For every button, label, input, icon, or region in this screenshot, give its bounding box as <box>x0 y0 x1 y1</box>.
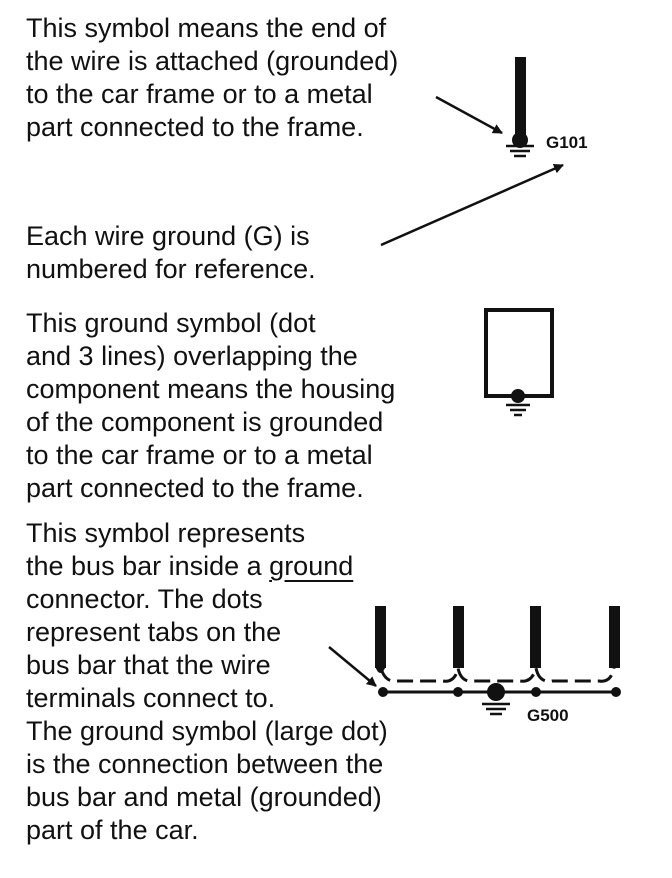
text-line: the wire is attached (grounded) <box>26 46 399 76</box>
tab-dot-3 <box>531 687 541 697</box>
wire-3 <box>530 606 541 668</box>
text-line: of the component is grounded <box>26 407 384 437</box>
text-line: numbered for reference. <box>26 254 316 284</box>
ground-large-dot <box>487 683 505 701</box>
arrow-to-g101-label <box>380 163 564 247</box>
text-line: terminals connect to. <box>26 683 276 713</box>
text-line: component means the housing <box>26 374 396 404</box>
tab-dot-4 <box>611 687 621 697</box>
text-line: This symbol means the end of <box>26 13 387 43</box>
text-line: bus bar that the wire <box>26 650 271 680</box>
arrow-to-bus-bar <box>328 646 377 687</box>
wire-1 <box>375 606 386 668</box>
text-line: part connected to the frame. <box>26 112 364 142</box>
text-line: is the connection between the <box>26 749 384 779</box>
tab-dot-2 <box>453 687 463 697</box>
text-line: to the car frame or to a metal <box>26 79 373 109</box>
text-line: represent tabs on the <box>26 617 282 647</box>
component-ground-symbol <box>484 308 554 417</box>
text-line: This symbol represents <box>26 518 306 548</box>
connector-outline <box>379 667 616 683</box>
wire-ground-description: This symbol means the end of the wire is… <box>26 12 398 144</box>
text-line: the bus bar inside a ground <box>26 550 388 583</box>
text-line: Each wire ground (G) is <box>26 221 310 251</box>
g101-label: G101 <box>546 133 588 152</box>
ground-numbering-description: Each wire ground (G) is numbered for ref… <box>26 220 316 286</box>
text-line: connector. The dots <box>26 584 263 614</box>
g101-ground-symbol <box>506 57 534 158</box>
text-line: part of the car. <box>26 815 199 845</box>
text-fragment: the bus bar inside a <box>26 551 270 581</box>
arrow-to-g101-symbol <box>435 95 503 135</box>
wire-2 <box>453 606 464 668</box>
text-line: bus bar and metal (grounded) <box>26 782 382 812</box>
text-line: to the car frame or to a metal <box>26 440 373 470</box>
wire-4 <box>609 606 620 668</box>
g500-bus-bar-symbol <box>375 606 621 716</box>
text-line: and 3 lines) overlapping the <box>26 341 358 371</box>
component-ground-description: This ground symbol (dot and 3 lines) ove… <box>26 307 395 505</box>
bus-bar-description: This symbol represents the bus bar insid… <box>26 517 388 847</box>
text-line: part connected to the frame. <box>26 473 364 503</box>
g500-label: G500 <box>527 706 569 725</box>
tab-dot-1 <box>378 687 388 697</box>
text-line: This ground symbol (dot <box>26 308 316 338</box>
text-line: The ground symbol (large dot) <box>26 716 388 746</box>
underlined-word: ground <box>269 551 354 581</box>
